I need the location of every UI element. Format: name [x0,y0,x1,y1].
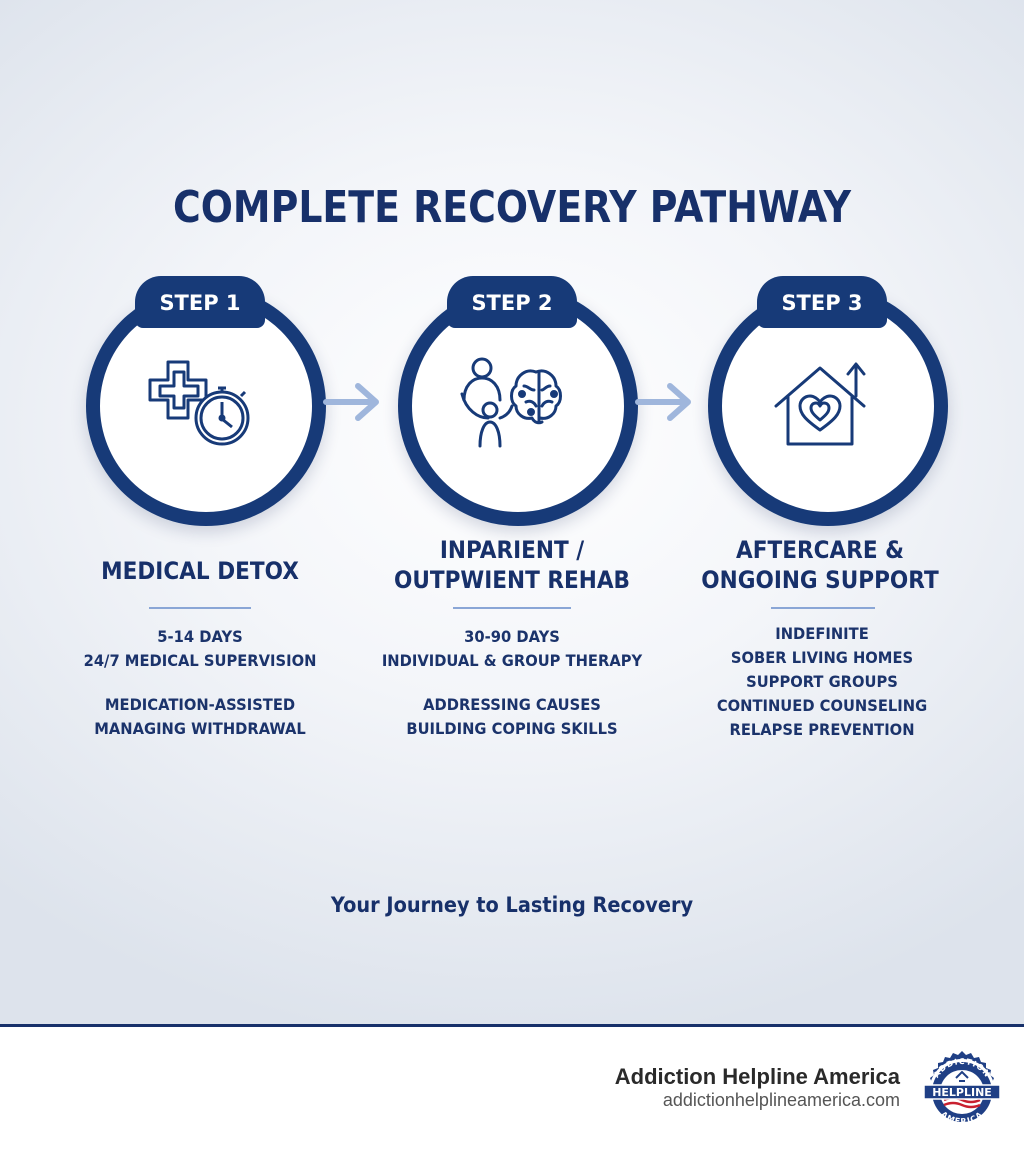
tagline: Your Journey to Lasting Recovery [330,893,694,917]
step-1-badge: STEP 1 [135,276,265,328]
step-2-heading: INPARIENT / OUTPWIENT REHAB [393,536,631,594]
step-3-divider [771,607,875,609]
step-2-details-b: ADDRESSING CAUSES BUILDING COPING SKILLS [406,695,618,738]
step-1-details-a: 5-14 DAYS 24/7 MEDICAL SUPERVISION [83,627,317,670]
step-3-details: INDEFINITE SOBER LIVING HOMES SUPPORT GR… [716,624,928,739]
house-heart-arrow-icon [774,362,866,446]
step-1-details-b: MEDICATION-ASSISTED MANAGING WITHDRAWAL [94,695,306,738]
helpline-seal-logo: ADDICTION AMERICA HELPLINE [923,1051,1001,1126]
step-1-heading: MEDICAL DETOX [101,557,299,585]
arrow-right-icon [635,383,691,421]
step-3-heading: AFTERCARE & ONGOING SUPPORT [701,536,939,594]
step-2-details-a: 30-90 DAYS INDIVIDUAL & GROUP THERAPY [381,627,643,670]
step-3-badge: STEP 3 [757,276,887,328]
brand-name: Addiction Helpline America [614,1064,900,1089]
page-title: COMPLETE RECOVERY PATHWAY [172,182,852,233]
logo-middle-text: HELPLINE [932,1086,992,1099]
arrow-right-icon [323,383,379,421]
step-2-divider [453,607,571,609]
medical-cross-clock-icon [148,360,250,446]
people-brain-icon [460,357,562,448]
brand-url[interactable]: addictionhelplineamerica.com [662,1090,900,1110]
step-2-badge: STEP 2 [447,276,577,328]
footer [0,1027,1024,1154]
footer-divider [0,1024,1024,1027]
step-1-divider [149,607,251,609]
